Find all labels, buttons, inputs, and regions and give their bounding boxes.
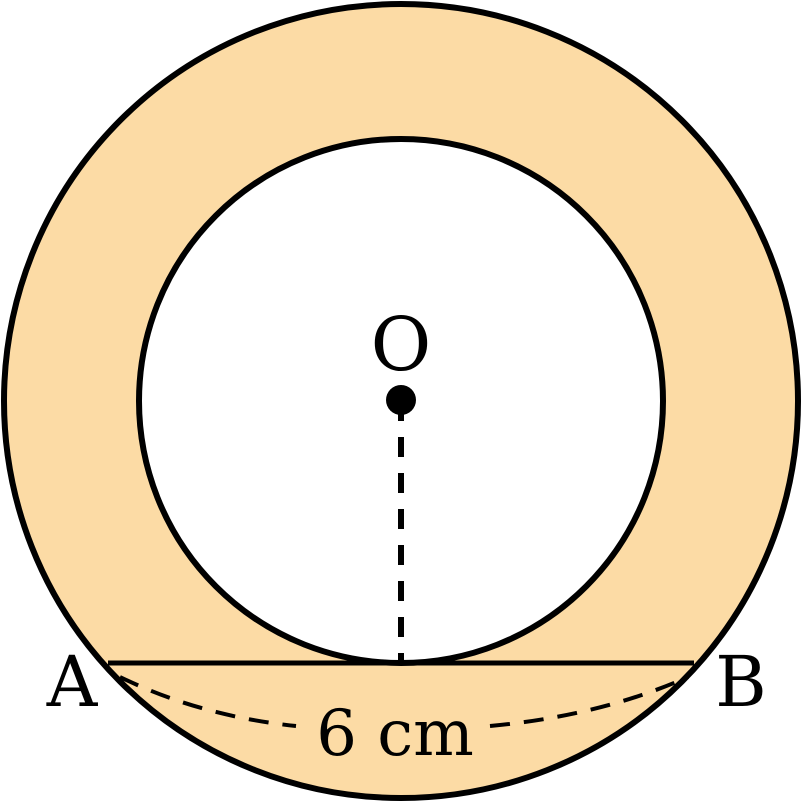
center-point — [386, 385, 416, 415]
chord-length-label: 6 cm — [316, 697, 474, 771]
dimension-arc-right — [489, 675, 689, 728]
point-a-label: A — [46, 641, 99, 723]
point-b-label: B — [715, 641, 766, 723]
center-label: O — [371, 302, 432, 388]
